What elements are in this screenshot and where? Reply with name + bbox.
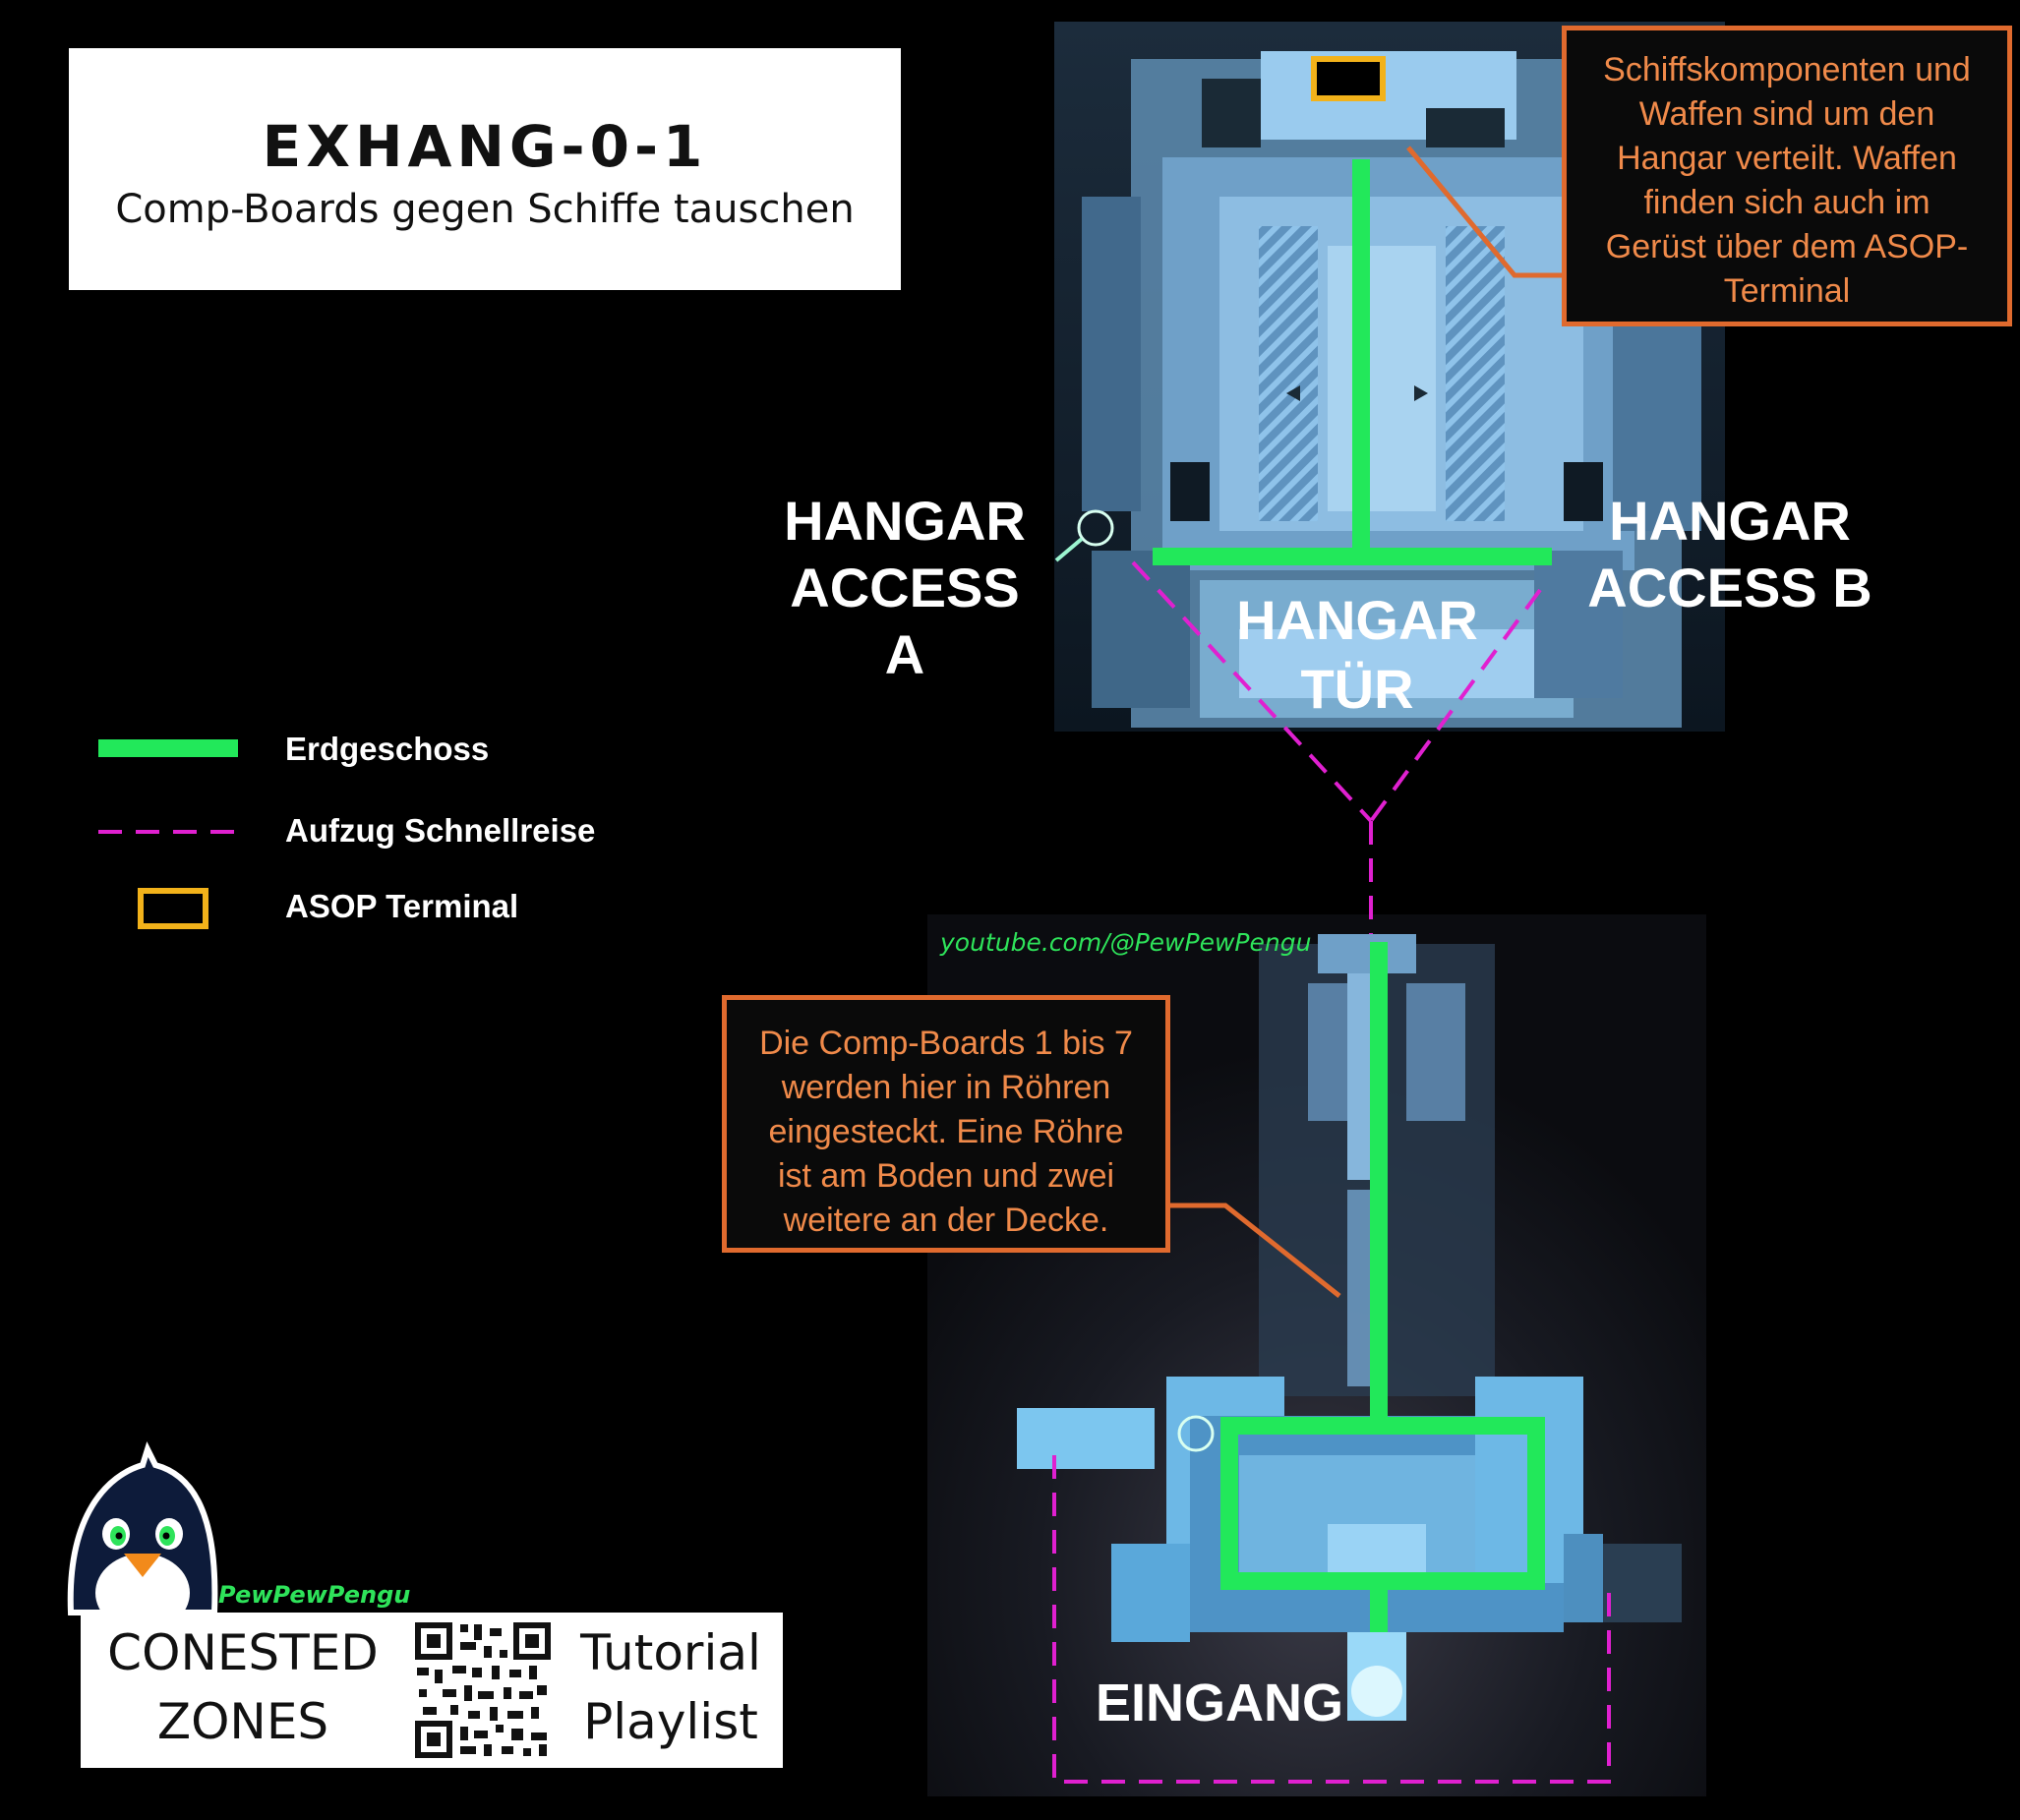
- legend-ground-floor: Erdgeschoss: [285, 731, 490, 767]
- qr-code-icon: [413, 1620, 553, 1760]
- conested-zones-text: CONESTED ZONES: [107, 1624, 379, 1750]
- tutorial-playlist-text: Tutorial Playlist: [580, 1624, 761, 1750]
- legend-elevator: Aufzug Schnellreise: [285, 812, 596, 849]
- penguin-mascot-icon: [67, 1441, 218, 1632]
- callout-lines: [1166, 146, 1562, 1298]
- hangar-access-b-label: HANGAR ACCESS B: [1587, 490, 1872, 618]
- youtube-watermark: youtube.com/@PewPewPengu: [940, 928, 1312, 957]
- brand-name: PewPewPengu: [218, 1581, 411, 1609]
- branding-box: CONESTED ZONES Tutorial Playlist: [81, 1613, 783, 1768]
- ground-floor-route-hangar: [1153, 159, 1552, 565]
- hangar-access-a-label: HANGAR ACCESS A: [784, 490, 1026, 685]
- hangar-note: Schiffskomponenten und Waffen sind um de…: [1562, 26, 2012, 326]
- hangar-door-label: HANGAR TÜR: [1236, 589, 1478, 720]
- entrance-map: [927, 914, 1706, 1796]
- ground-floor-route-entrance: [1220, 942, 1545, 1632]
- legend-asop-icon: [138, 888, 208, 929]
- entrance-label: EINGANG: [1095, 1673, 1344, 1732]
- title-box: EXHANG-0-1 Comp-Boards gegen Schiffe tau…: [69, 48, 901, 290]
- map-subtitle: Comp-Boards gegen Schiffe tauschen: [115, 187, 855, 232]
- map-title: EXHANG-0-1: [262, 113, 708, 180]
- asop-terminal-marker: [1311, 56, 1386, 101]
- teleport-marker-icon: [1177, 1415, 1215, 1452]
- elevator-route: [1052, 560, 1611, 1784]
- compboard-note: Die Comp-Boards 1 bis 7 werden hier in R…: [722, 995, 1170, 1253]
- teleport-marker-icon: [1054, 509, 1114, 562]
- legend-asop: ASOP Terminal: [285, 888, 519, 924]
